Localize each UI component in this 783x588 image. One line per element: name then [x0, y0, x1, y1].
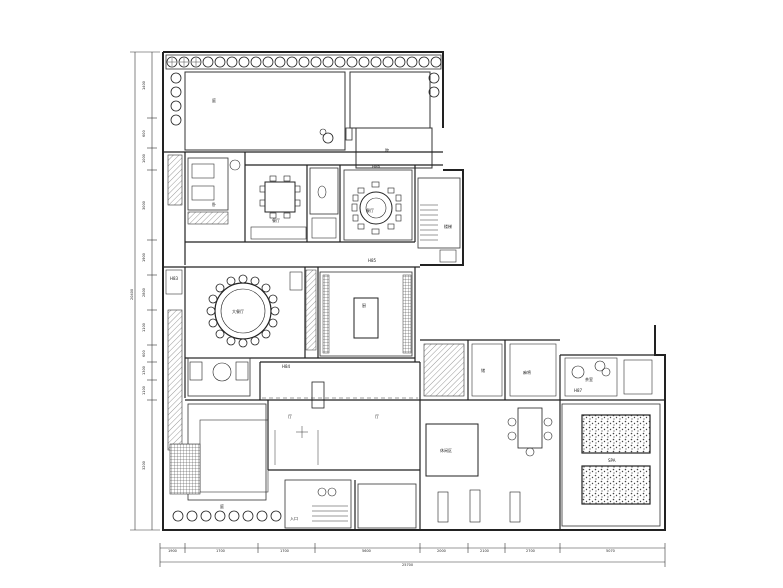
- dim-left-3: 1000: [142, 154, 146, 163]
- label-corridor-lower: H84: [282, 364, 291, 369]
- dim-bottom-4: 5600: [362, 549, 371, 553]
- spa-room: SPA: [561, 403, 661, 527]
- exterior-walls: [162, 51, 666, 531]
- garden-top-left-room: 庭: [184, 71, 346, 151]
- wc-top: [309, 167, 339, 239]
- label-yard-top-right: 院: [385, 147, 389, 153]
- lounge-right: 休闲区: [425, 407, 553, 523]
- middle-walls: [163, 266, 420, 398]
- dim-bottom-7: 2700: [526, 549, 535, 553]
- label-corridor-left: H83: [170, 276, 179, 281]
- label-corridor-top: H86: [372, 164, 381, 169]
- dining-large: 餐厅: [343, 169, 413, 241]
- dim-left-11: 3200: [142, 461, 146, 470]
- label-spa: SPA: [608, 458, 616, 463]
- dim-bottom-5: 2000: [437, 549, 446, 553]
- label-stair: 楼梯: [444, 223, 452, 229]
- storage-rooms: 储: [423, 343, 503, 397]
- top-planter-row: [165, 54, 442, 126]
- entry-area: 入口: [284, 479, 417, 529]
- dim-left-7: 1100: [142, 323, 146, 332]
- bedroom-left: 卧: [167, 154, 241, 225]
- right-wing-walls: [420, 339, 665, 530]
- dining-small: 餐厅: [250, 175, 307, 240]
- label-mahjong: 麻将: [523, 369, 531, 375]
- label-corridor-right: H87: [574, 388, 583, 393]
- dim-bottom-2: 1700: [216, 549, 225, 553]
- label-dining-large: 餐厅: [366, 207, 374, 213]
- label-living: 厅: [288, 414, 292, 419]
- dim-left-5: 1900: [142, 253, 146, 262]
- dim-left-6: 2800: [142, 288, 146, 297]
- label-kitchen: 厨: [362, 302, 366, 308]
- stair-top-right: 楼梯: [417, 177, 461, 263]
- bottom-dimension-labels: 1900 1700 1700 5600 2000 2100 2700 5070 …: [168, 549, 615, 567]
- mahjong-room: 麻将: [509, 343, 557, 397]
- dim-left-2: 600: [142, 130, 146, 137]
- dim-left-4: 3000: [142, 201, 146, 210]
- dim-left-9: 1300: [142, 366, 146, 375]
- kitchen-room: 厨: [305, 269, 413, 357]
- label-lounge: 休闲区: [440, 447, 452, 453]
- round-dining-room: 大餐厅: [206, 271, 303, 348]
- dim-left-8: 600: [142, 350, 146, 357]
- label-dining-small: 餐厅: [272, 217, 280, 223]
- lower-walls: [185, 361, 421, 530]
- dim-bottom-1: 1900: [168, 549, 177, 553]
- label-round-dining: 大餐厅: [232, 308, 244, 314]
- lower-left-courtyard: [169, 403, 269, 501]
- left-utility-strip: H83: [165, 269, 183, 451]
- dim-left-10: 1100: [142, 386, 146, 395]
- label-storage: 储: [481, 367, 485, 373]
- label-corridor-mid: H85: [368, 258, 377, 263]
- label-entry: 入口: [290, 516, 298, 521]
- column-block: [311, 381, 325, 409]
- yard-top-right-room: 院: [319, 71, 433, 169]
- right-top-plant: [594, 360, 611, 377]
- left-dimension-chain: [130, 51, 160, 531]
- dim-bottom-6: 2100: [480, 549, 489, 553]
- dim-bottom-3: 1700: [280, 549, 289, 553]
- bottom-dimension-chain: [159, 543, 666, 567]
- hall-markers: [274, 426, 319, 465]
- bottom-planter-row: [172, 510, 282, 522]
- label-garden-top-left: 庭: [212, 97, 216, 103]
- dim-bottom-8: 5070: [606, 549, 615, 553]
- label-garden-bottom: 庭: [220, 503, 224, 509]
- left-dimension-labels: 1400 600 1000 3000 1900 2800 1100 600 13…: [130, 81, 146, 470]
- top-rooms-walls: [163, 151, 443, 265]
- label-tea: 茶室: [585, 376, 593, 382]
- dim-bottom-total: 25700: [402, 563, 413, 567]
- dim-left-1: 1400: [142, 81, 146, 90]
- lounge-left: [187, 357, 251, 397]
- label-hall: 厅: [375, 414, 379, 419]
- tea-room: 茶室: [564, 357, 653, 397]
- dim-left-total: 20400: [130, 289, 134, 300]
- label-bedroom-left: 卧: [212, 201, 216, 207]
